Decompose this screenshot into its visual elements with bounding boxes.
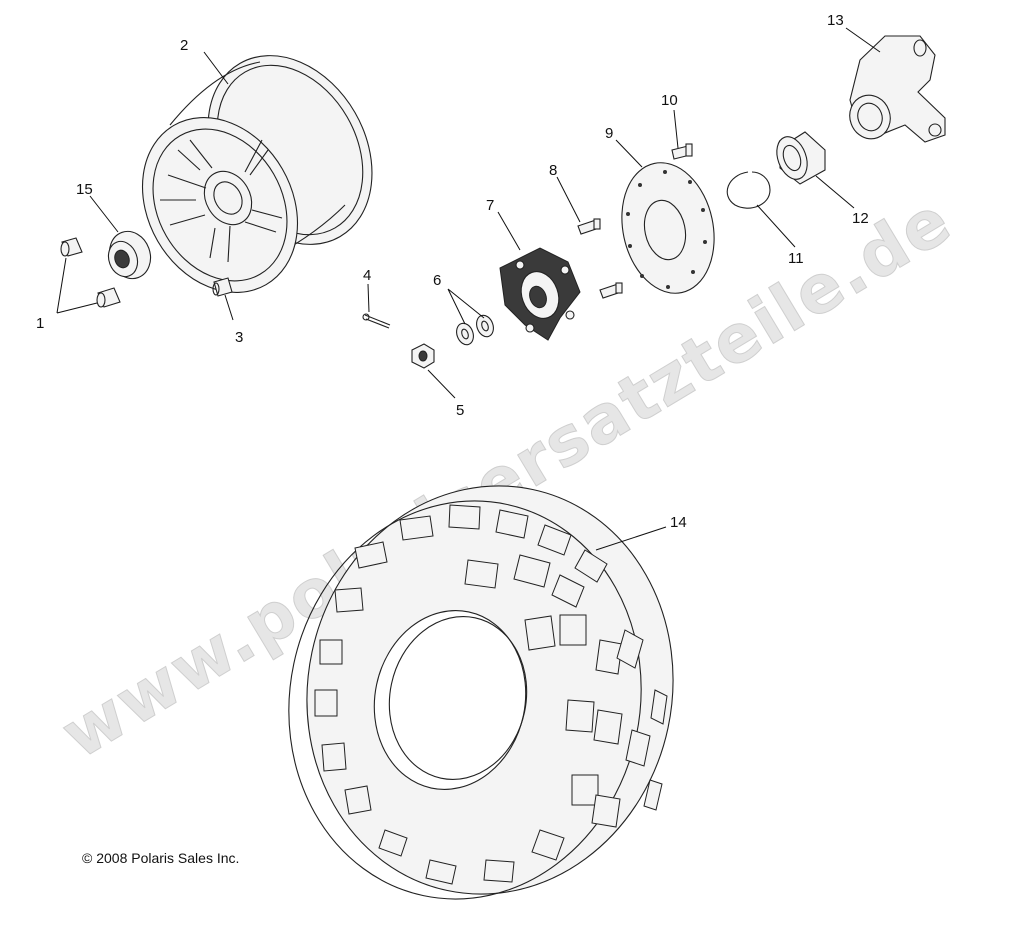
leader-5 [427,369,456,399]
callout-1: 1 [36,315,44,332]
leader-6 [447,288,485,325]
tire-tread-blocks [314,504,668,885]
callout-6: 6 [433,272,441,289]
lug-nuts [60,237,121,308]
callout-2: 2 [180,37,188,54]
callout-14: 14 [670,514,687,531]
wheel-bearing [776,131,826,185]
callout-12: 12 [852,210,869,227]
brake-disc [621,162,715,294]
callout-15: 15 [76,181,93,198]
leader-4 [367,283,370,313]
leader-lines [56,27,881,551]
callout-13: 13 [827,12,844,29]
callout-7: 7 [486,197,494,214]
leader-2 [203,51,229,85]
hub-cap [107,230,152,280]
valve-stem [212,277,233,297]
leader-10 [673,109,679,149]
copyright-notice: © 2008 Polaris Sales Inc. [82,850,239,866]
leader-12 [815,175,855,209]
leader-1 [56,257,98,314]
callout-8: 8 [549,162,557,179]
spindle-knuckle [849,35,946,143]
leader-15 [89,195,119,233]
hub-studs [577,218,623,299]
leader-14 [595,526,667,551]
leader-13 [845,27,881,53]
callout-10: 10 [661,92,678,109]
washers [456,314,494,346]
tire [288,485,674,900]
leader-9 [615,139,643,168]
callout-9: 9 [605,125,613,142]
cotter-pin [362,313,391,329]
brake-bolt [671,143,693,160]
callout-11: 11 [788,250,804,267]
wheel-rim [141,55,373,293]
callout-3: 3 [235,329,243,346]
castle-nut [411,343,435,369]
callout-5: 5 [456,402,464,419]
leader-3 [224,294,234,321]
callout-4: 4 [363,267,371,284]
leader-8 [556,176,581,223]
callout-labels: 1 2 3 4 5 6 7 8 9 10 11 12 13 14 15 [36,12,869,531]
leader-11 [756,204,796,248]
wheel-hub [499,247,581,341]
retaining-ring [726,171,771,209]
leader-7 [497,211,521,251]
